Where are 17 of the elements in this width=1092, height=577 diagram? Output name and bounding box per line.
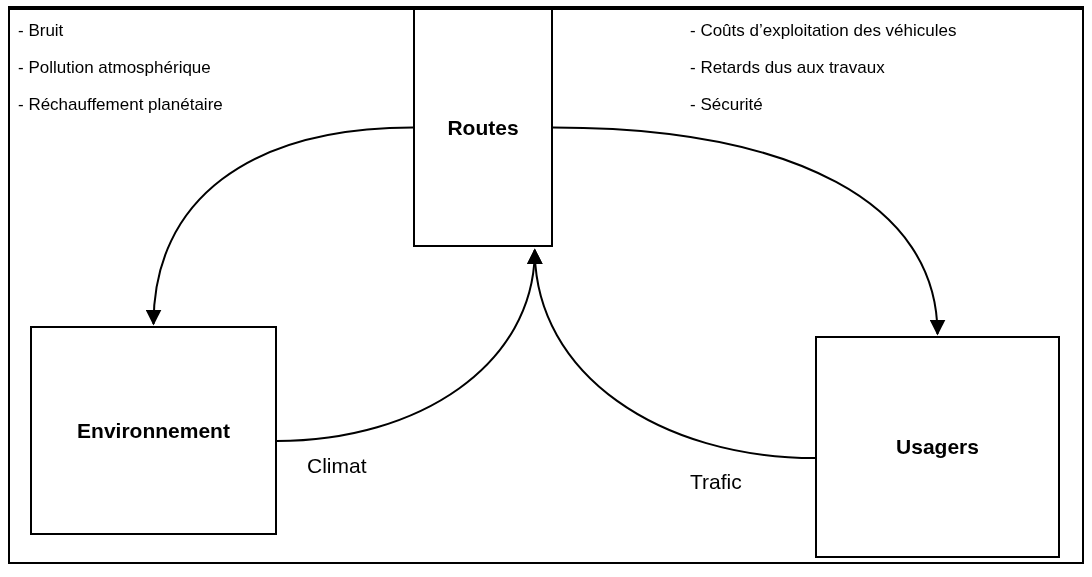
list-item: - Retards dus aux travaux <box>690 57 885 79</box>
node-label: Usagers <box>896 434 979 461</box>
list-item: - Sécurité <box>690 94 763 116</box>
list-item: - Réchauffement planétaire <box>18 94 223 116</box>
list-item: - Coûts d’exploitation des véhicules <box>690 20 957 42</box>
edge-label: Trafic <box>690 469 742 495</box>
entity-box <box>413 8 553 247</box>
list-item: - Pollution atmosphérique <box>18 57 211 79</box>
edge-label: Climat <box>307 453 367 479</box>
node-label: Environnement <box>77 417 230 444</box>
list-item: - Bruit <box>18 20 64 42</box>
node-label: Routes <box>447 114 519 141</box>
entity-box <box>30 326 277 535</box>
curved-arrow <box>528 248 816 460</box>
curved-arrow <box>146 126 414 326</box>
entity-box <box>815 336 1060 558</box>
curved-arrow <box>552 126 945 336</box>
